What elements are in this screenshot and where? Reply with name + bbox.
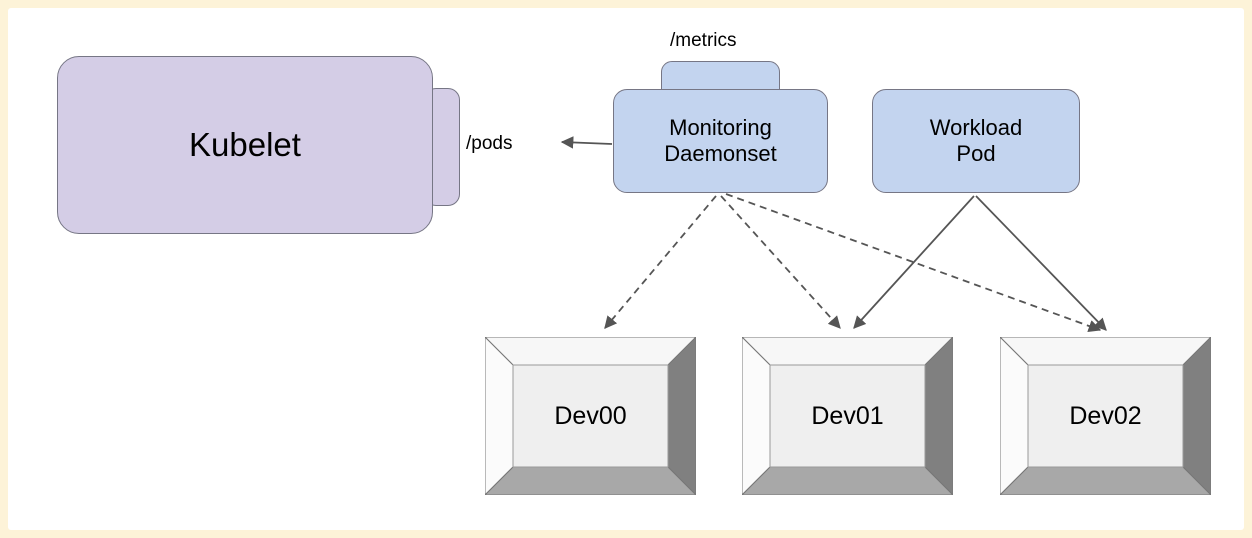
node-kubelet-label: Kubelet	[189, 125, 301, 163]
node-monitoring-daemonset[interactable]: Monitoring Daemonset	[613, 89, 828, 193]
edge-label-pods: /pods	[466, 133, 513, 154]
node-workload-label-line1: Workload	[929, 115, 1023, 141]
node-workload-label-line2: Pod	[956, 141, 996, 166]
node-workload-pod[interactable]: Workload Pod	[872, 89, 1080, 193]
node-monitoring-label-line2: Daemonset	[664, 141, 777, 166]
device-box-dev02[interactable]: Dev02	[1000, 337, 1211, 495]
edge-label-metrics: /metrics	[670, 30, 737, 51]
device-box-dev01[interactable]: Dev01	[742, 337, 953, 495]
device-box-dev00[interactable]: Dev00	[485, 337, 696, 495]
node-monitoring-label-line1: Monitoring	[669, 115, 772, 141]
node-kubelet[interactable]: Kubelet	[57, 56, 433, 234]
